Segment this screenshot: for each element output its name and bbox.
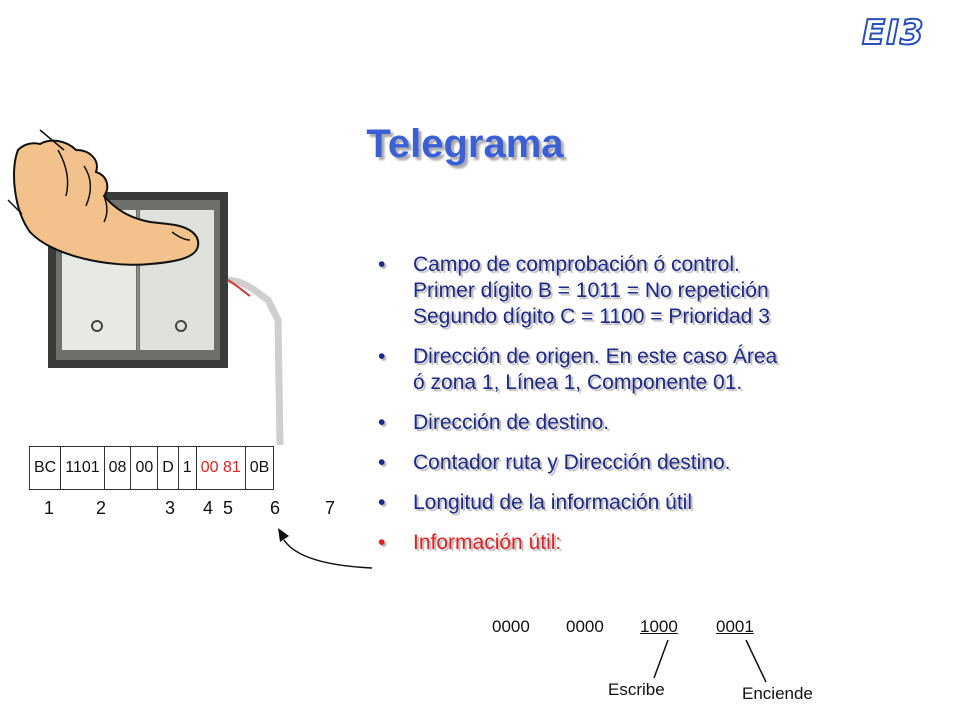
field-route-counter: D <box>157 446 179 490</box>
on-line <box>745 639 767 683</box>
pointer-arrow <box>283 539 373 569</box>
finger-icon <box>7 129 200 266</box>
bullet-checksum: • Campo de comprobación ó control. Prime… <box>378 253 770 328</box>
field-destination-b: 00 <box>130 446 159 490</box>
slide-title: Telegrama <box>366 122 564 166</box>
writes-line <box>653 639 669 679</box>
bullet-dot: • <box>378 411 386 434</box>
bus-cable <box>227 276 284 446</box>
field-number-4: 4 <box>203 498 214 518</box>
rocker-led-left <box>91 320 103 332</box>
bullet-route-counter: • Contador ruta y Dirección destino. <box>378 451 731 474</box>
field-number-6: 6 <box>270 498 281 518</box>
field-number-7: 7 <box>325 498 336 518</box>
rocker-led-right <box>175 320 187 332</box>
field-length: 1 <box>177 446 197 490</box>
field-number-5: 5 <box>223 498 234 518</box>
bullet-length: • Longitud de la información útil <box>378 491 693 514</box>
bullet-source-address: • Dirección de origen. En este caso Área… <box>378 345 778 394</box>
bullet-payload: • Información útil: <box>378 531 562 554</box>
field-number-1: 1 <box>44 498 55 518</box>
field-number-3: 3 <box>165 498 176 518</box>
annotation-on: Enciende <box>742 684 813 703</box>
bullet-dot: • <box>378 253 386 276</box>
field-control: BC <box>28 446 62 490</box>
field-checksum: 0B <box>244 446 275 490</box>
bullet-dot: • <box>378 345 386 368</box>
bits-group-3: 1000 <box>640 617 678 636</box>
annotation-writes: Escribe <box>608 680 665 699</box>
field-destination-a: 08 <box>103 446 132 490</box>
bullet-dot: • <box>378 491 386 514</box>
bits-group-1: 0000 <box>492 617 530 636</box>
telegram-frame: BC 1101 08 00 D 1 00 81 0B <box>28 446 275 490</box>
bullet-dot: • <box>378 531 386 554</box>
ei3-logo: EI3 <box>861 13 925 53</box>
field-source: 1101 <box>60 446 105 490</box>
bullet-dot: • <box>378 451 386 474</box>
bullet-list: • Campo de comprobación ó control. Prime… <box>378 252 938 570</box>
bits-group-2: 0000 <box>566 617 604 636</box>
field-number-2: 2 <box>96 498 107 518</box>
bullet-destination-address: • Dirección de destino. <box>378 411 610 434</box>
field-payload: 00 81 <box>195 446 246 490</box>
bits-group-4: 0001 <box>716 617 754 636</box>
